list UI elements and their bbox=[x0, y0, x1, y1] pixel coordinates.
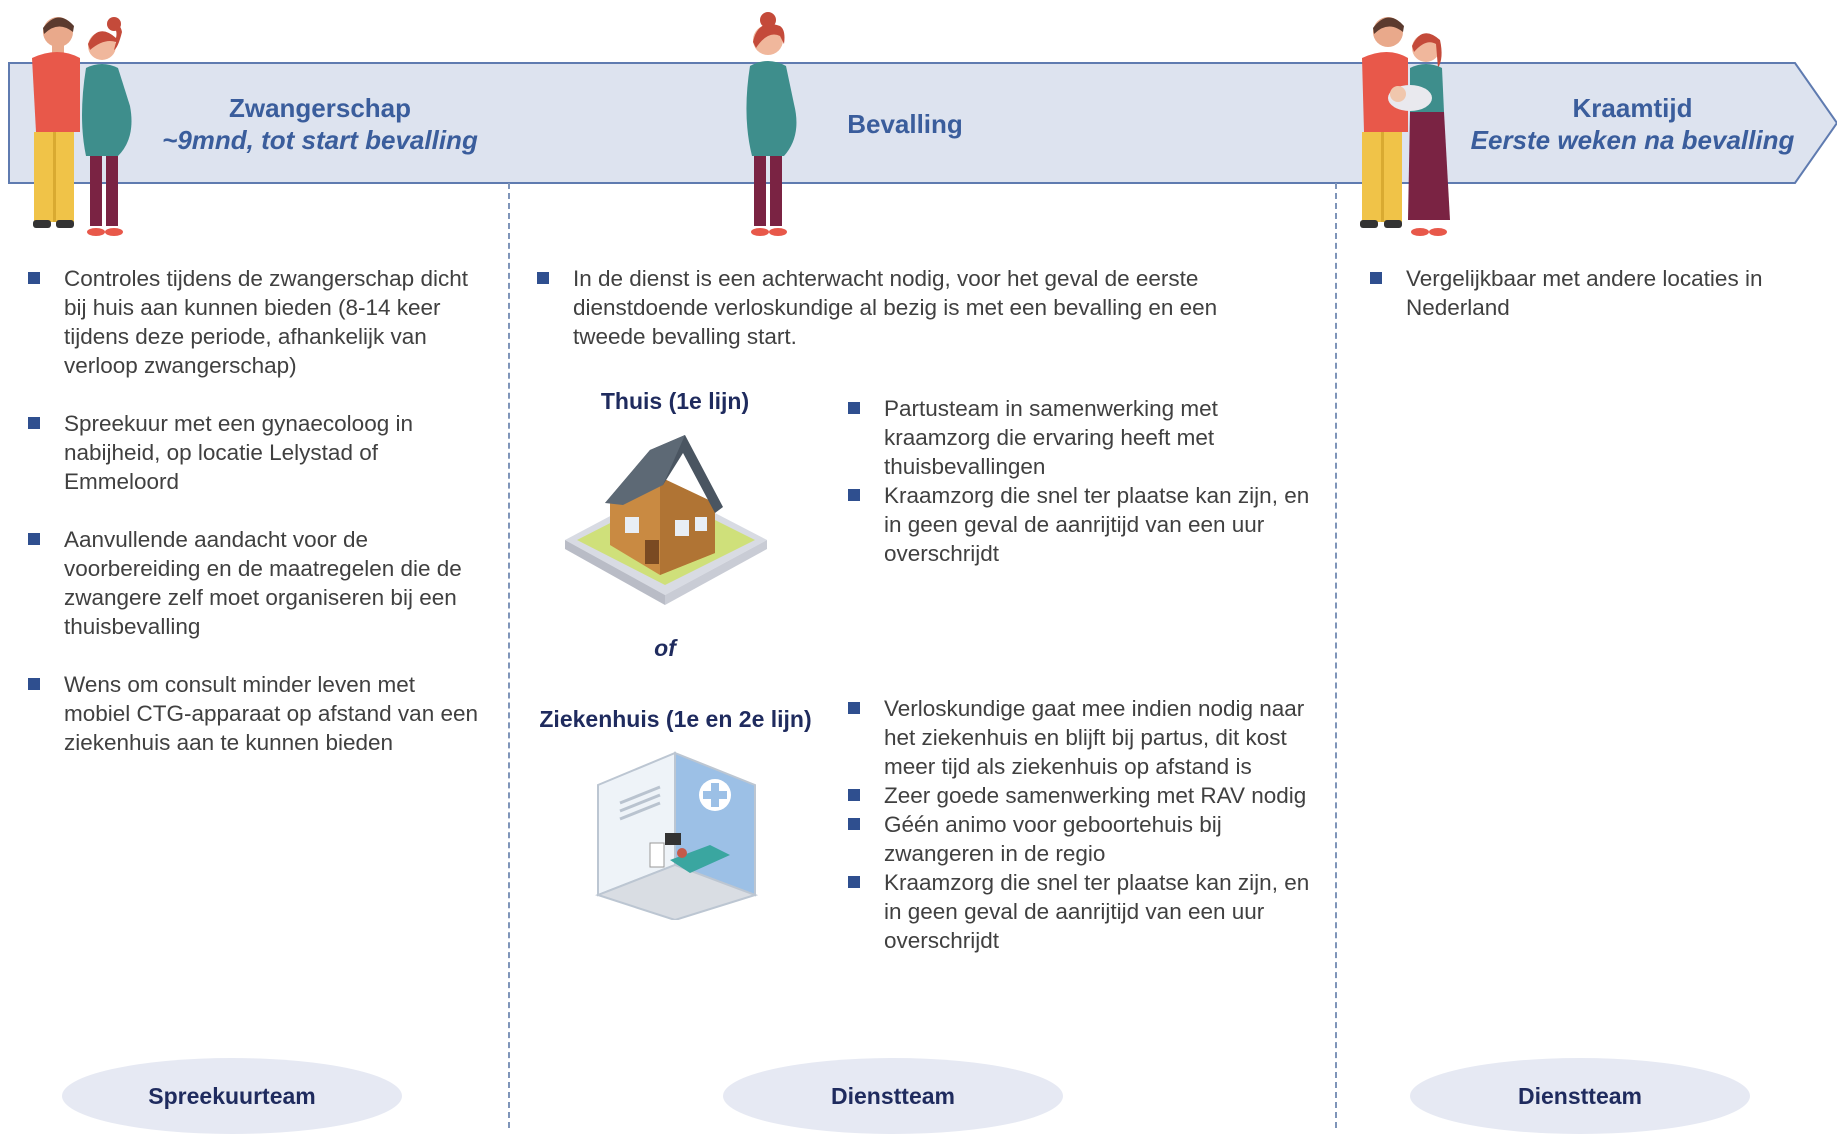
bullet-square bbox=[28, 678, 40, 690]
phase-header-kraamtijd: Kraamtijd Eerste weken na bevalling bbox=[1455, 92, 1810, 156]
phase-subtitle: Eerste weken na bevalling bbox=[1470, 125, 1795, 155]
bullet-text: Aanvullende aandacht voor de voorbereidi… bbox=[64, 527, 462, 639]
team-label: Dienstteam bbox=[831, 1082, 955, 1109]
bullet-text: Zeer goede samenwerking met RAV nodig bbox=[884, 783, 1307, 808]
parents-with-baby-icon bbox=[1360, 17, 1450, 236]
bullet-square bbox=[848, 876, 860, 888]
bullet-item: Zeer goede samenwerking met RAV nodig bbox=[848, 781, 1313, 810]
hospital-room-icon bbox=[595, 751, 759, 920]
bullet-square bbox=[848, 789, 860, 801]
or-label: of bbox=[654, 635, 676, 661]
bullet-item: Kraamzorg die snel ter plaatse kan zijn,… bbox=[848, 868, 1313, 955]
bullet-square bbox=[848, 702, 860, 714]
bullet-item: Kraamzorg die snel ter plaatse kan zijn,… bbox=[848, 481, 1313, 568]
hospital-bullets: Verloskundige gaat mee indien nodig naar… bbox=[848, 694, 1313, 955]
phase-title: Bevalling bbox=[847, 109, 963, 139]
bullet-square bbox=[848, 402, 860, 414]
column-divider bbox=[1335, 183, 1337, 1128]
bullet-text: Kraamzorg die snel ter plaatse kan zijn,… bbox=[884, 870, 1310, 953]
bullet-text: Verloskundige gaat mee indien nodig naar… bbox=[884, 696, 1305, 779]
bullet-text: Vergelijkbaar met andere locaties in Ned… bbox=[1406, 266, 1763, 320]
column-divider bbox=[508, 183, 510, 1128]
phase-header-bevalling: Bevalling bbox=[800, 108, 1010, 140]
bullet-item: Vergelijkbaar met andere locaties in Ned… bbox=[1370, 264, 1800, 322]
team-badge-spreekuurteam: Spreekuurteam bbox=[62, 1058, 402, 1134]
bullet-text: Kraamzorg die snel ter plaatse kan zijn,… bbox=[884, 483, 1310, 566]
phase-subtitle: ~9mnd, tot start bevalling bbox=[162, 125, 478, 155]
zwangerschap-bullets: Controles tijdens de zwangerschap dicht … bbox=[28, 264, 478, 757]
bullet-square bbox=[28, 272, 40, 284]
team-badge-dienstteam: Dienstteam bbox=[723, 1058, 1063, 1134]
bullet-item: In de dienst is een achterwacht nodig, v… bbox=[537, 264, 1277, 351]
bullet-text: Wens om consult minder leven met mobiel … bbox=[64, 672, 478, 755]
bullet-square bbox=[28, 417, 40, 429]
bullet-square bbox=[848, 489, 860, 501]
bullet-item: Partusteam in samenwerking met kraamzorg… bbox=[848, 394, 1313, 481]
bullet-item: Géén animo voor geboortehuis bij zwanger… bbox=[848, 810, 1313, 868]
home-bullets: Partusteam in samenwerking met kraamzorg… bbox=[848, 394, 1313, 568]
bullet-item: Wens om consult minder leven met mobiel … bbox=[28, 670, 478, 757]
team-label: Dienstteam bbox=[1518, 1082, 1642, 1109]
team-badge-dienstteam: Dienstteam bbox=[1410, 1058, 1750, 1134]
team-label: Spreekuurteam bbox=[148, 1082, 316, 1109]
bullet-square bbox=[537, 272, 549, 284]
bullet-text: In de dienst is een achterwacht nodig, v… bbox=[573, 266, 1218, 349]
phase-header-zwangerschap: Zwangerschap ~9mnd, tot start bevalling bbox=[140, 92, 500, 156]
home-label: Thuis (1e lijn) bbox=[600, 388, 750, 414]
bullet-item: Verloskundige gaat mee indien nodig naar… bbox=[848, 694, 1313, 781]
pregnant-woman-icon bbox=[746, 12, 797, 236]
hospital-label: Ziekenhuis (1e en 2e lijn) bbox=[539, 706, 812, 732]
bevalling-intro: In de dienst is een achterwacht nodig, v… bbox=[537, 264, 1277, 351]
bullet-square bbox=[28, 533, 40, 545]
phase-title: Zwangerschap bbox=[228, 93, 412, 123]
bullet-square bbox=[848, 818, 860, 830]
kraamtijd-bullets: Vergelijkbaar met andere locaties in Ned… bbox=[1370, 264, 1800, 322]
bullet-text: Controles tijdens de zwangerschap dicht … bbox=[64, 266, 468, 378]
bullet-text: Spreekuur met een gynaecoloog in nabijhe… bbox=[64, 411, 413, 494]
bullet-square bbox=[1370, 272, 1382, 284]
house-icon bbox=[565, 435, 767, 605]
bullet-item: Spreekuur met een gynaecoloog in nabijhe… bbox=[28, 409, 478, 496]
couple-pregnant-icon bbox=[32, 17, 132, 236]
bullet-text: Partusteam in samenwerking met kraamzorg… bbox=[884, 396, 1218, 479]
bullet-item: Controles tijdens de zwangerschap dicht … bbox=[28, 264, 478, 380]
bullet-text: Géén animo voor geboortehuis bij zwanger… bbox=[884, 812, 1222, 866]
phase-title: Kraamtijd bbox=[1572, 93, 1693, 123]
bullet-item: Aanvullende aandacht voor de voorbereidi… bbox=[28, 525, 478, 641]
